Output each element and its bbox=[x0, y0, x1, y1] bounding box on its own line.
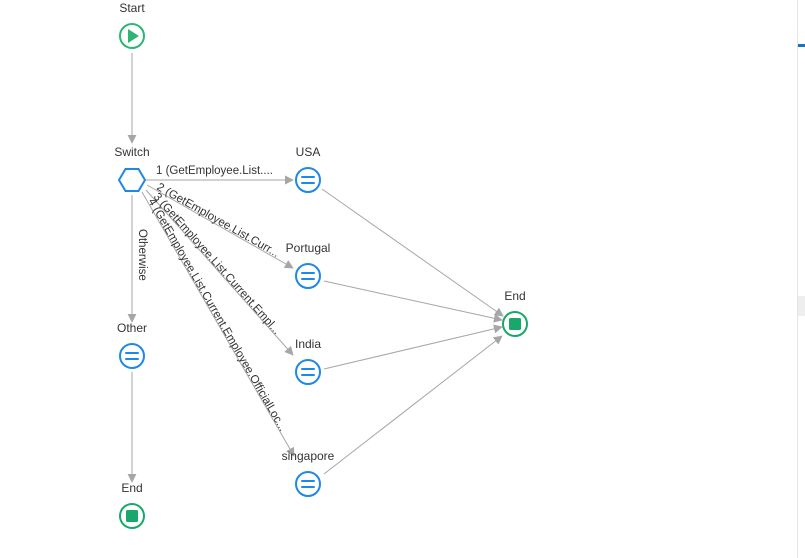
node-label-switch: Switch bbox=[114, 145, 149, 159]
edge-label-switch-to-usa: 1 (GetEmployee.List.... bbox=[156, 165, 273, 177]
edge-india-to-end_right[interactable] bbox=[323, 324, 503, 370]
node-label-start: Start bbox=[119, 1, 145, 15]
hexagon-icon[interactable] bbox=[117, 168, 147, 192]
node-label-end_right: End bbox=[504, 289, 525, 303]
node-label-india: India bbox=[295, 337, 321, 351]
edge-switch-to-india[interactable] bbox=[145, 189, 294, 356]
node-label-portugal: Portugal bbox=[286, 241, 331, 255]
node-portugal[interactable]: Portugal bbox=[286, 241, 331, 289]
edge-switch-to-singapore[interactable] bbox=[141, 191, 295, 457]
edge-portugal-to-end_right[interactable] bbox=[323, 280, 503, 323]
edge-usa-to-end_right[interactable] bbox=[321, 188, 504, 317]
node-label-other: Other bbox=[117, 321, 147, 335]
node-label-end_bottom: End bbox=[121, 481, 142, 495]
play-icon bbox=[128, 29, 139, 43]
stop-icon bbox=[509, 318, 521, 330]
stop-icon bbox=[126, 510, 138, 522]
right-panel-divider bbox=[797, 0, 798, 558]
right-panel-indicator bbox=[798, 44, 805, 47]
node-end_bottom[interactable]: End bbox=[119, 481, 145, 529]
edges-layer bbox=[127, 53, 504, 483]
assign-node-circle[interactable] bbox=[295, 471, 321, 497]
node-india[interactable]: India bbox=[295, 337, 321, 385]
right-panel-resize-handle[interactable] bbox=[798, 296, 805, 316]
node-other[interactable]: Other bbox=[117, 321, 147, 369]
assign-node-circle[interactable] bbox=[295, 359, 321, 385]
node-start[interactable]: Start bbox=[119, 1, 145, 49]
node-label-usa: USA bbox=[296, 145, 321, 159]
node-singapore[interactable]: singapore bbox=[282, 449, 335, 497]
node-switch[interactable]: Switch bbox=[114, 145, 150, 192]
edge-label-switch-to-other: Otherwise bbox=[136, 229, 148, 281]
node-end_right[interactable]: End bbox=[502, 289, 528, 337]
node-label-singapore: singapore bbox=[282, 449, 335, 463]
edge-switch-to-portugal[interactable] bbox=[146, 184, 294, 269]
assign-node-circle[interactable] bbox=[119, 343, 145, 369]
edge-singapore-to-end_right[interactable] bbox=[323, 335, 503, 475]
assign-node-circle[interactable] bbox=[295, 263, 321, 289]
edge-labels-layer: 1 (GetEmployee.List....2 (GetEmployee.Li… bbox=[136, 165, 289, 433]
node-usa[interactable]: USA bbox=[295, 145, 321, 193]
assign-node-circle[interactable] bbox=[295, 167, 321, 193]
